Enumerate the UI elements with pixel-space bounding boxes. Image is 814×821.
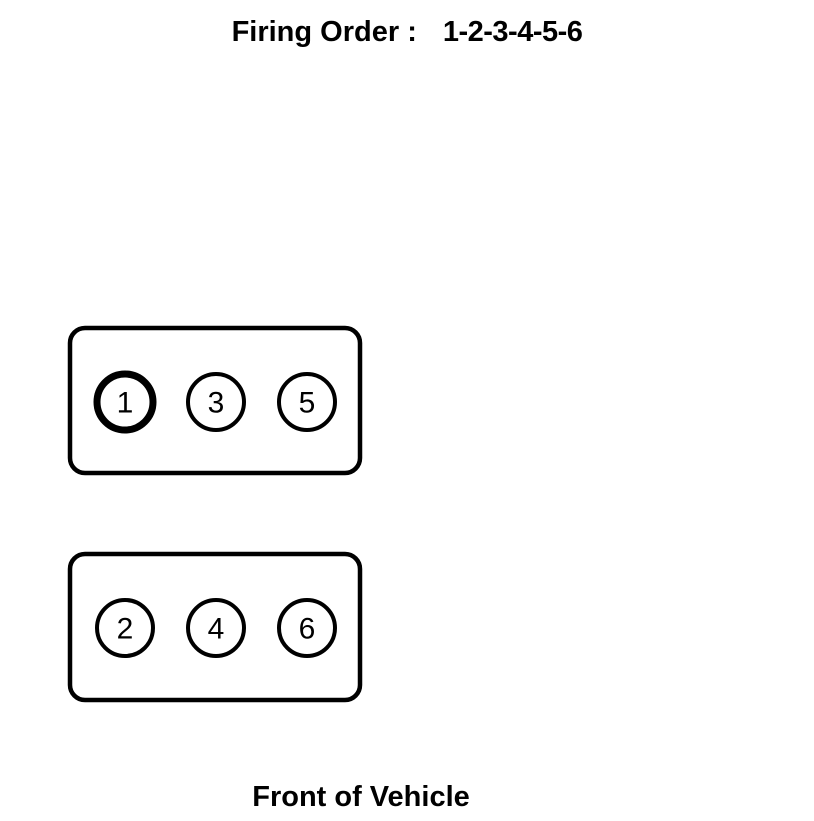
engine-bank-rear: 1 3 5 [67, 325, 363, 476]
cylinder-6-label: 6 [299, 613, 316, 646]
cylinder-1[interactable]: 1 [93, 370, 157, 434]
cylinder-2[interactable]: 2 [95, 598, 155, 658]
front-of-vehicle-caption: Front of Vehicle [252, 781, 470, 813]
firing-order-label: Firing Order : [231, 16, 417, 48]
cylinder-6[interactable]: 6 [277, 598, 337, 658]
firing-order-sequence: 1-2-3-4-5-6 [442, 16, 583, 48]
cylinder-2-circle [95, 598, 155, 658]
cylinder-5[interactable]: 5 [277, 372, 337, 432]
cylinder-4[interactable]: 4 [186, 598, 246, 658]
firing-order-title: Firing Order : 1-2-3-4-5-6 [0, 12, 814, 52]
cylinder-1-circle [93, 370, 157, 434]
cylinder-5-circle [277, 372, 337, 432]
cylinder-1-label: 1 [117, 387, 134, 420]
cylinder-6-circle [277, 598, 337, 658]
cylinder-5-label: 5 [299, 387, 316, 420]
cylinder-3[interactable]: 3 [186, 372, 246, 432]
engine-bank-front: 2 4 6 [67, 551, 363, 703]
cylinder-4-circle [186, 598, 246, 658]
cylinder-3-label: 3 [208, 387, 225, 420]
cylinder-3-circle [186, 372, 246, 432]
cylinder-4-label: 4 [208, 613, 225, 646]
cylinder-2-label: 2 [117, 613, 134, 646]
